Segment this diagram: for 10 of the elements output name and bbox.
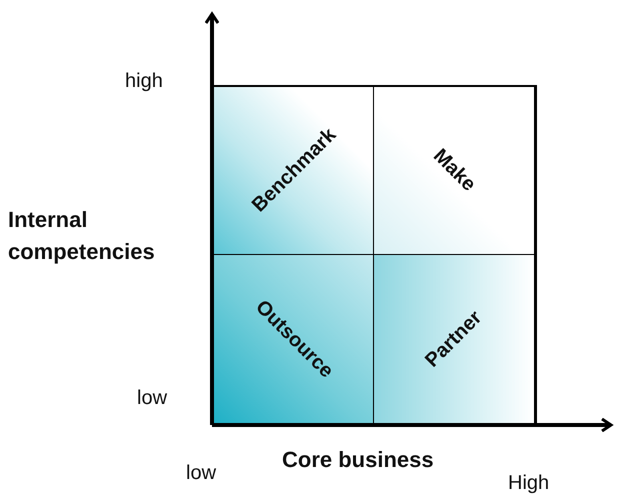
axis-tick-label: low	[137, 387, 168, 410]
quadrant-cell	[214, 254, 374, 423]
quadrant-cell	[374, 87, 534, 254]
axis-tick-label: high	[125, 70, 163, 93]
axis-title: Internal competencies	[8, 206, 156, 266]
axis-tick-label: High	[508, 472, 550, 495]
axis-tick-label: low	[186, 462, 216, 485]
axis-title: Core business	[282, 447, 434, 473]
quadrant-cell	[374, 254, 534, 423]
quadrant-cell	[214, 87, 374, 254]
